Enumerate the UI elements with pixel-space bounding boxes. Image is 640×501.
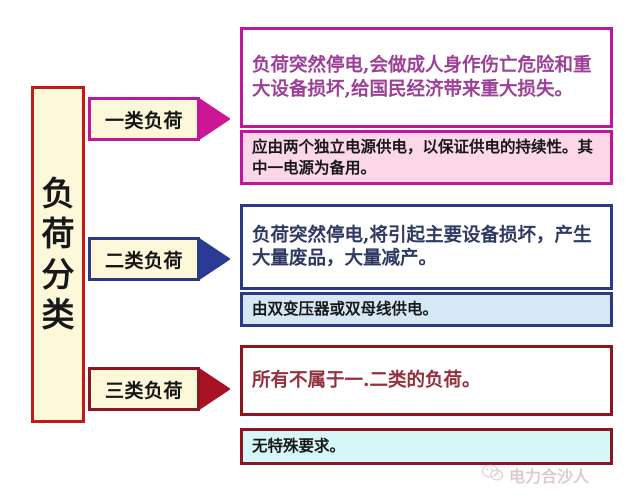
- arrow-head-icon-level-3: [200, 367, 230, 411]
- description-text-level-2: 负荷突然停电,将引起主要设备损坏，产生大量废品，大量减产。: [252, 224, 592, 269]
- description-box-level-1: 负荷突然停电,会做成人身作伤亡危险和重大设备损坏,给国民经济带来重大损失。: [240, 27, 613, 128]
- requirement-text-level-2: 由双变压器或双母线供电。: [252, 299, 439, 319]
- branch-arrow-level-3: 三类负荷: [88, 367, 230, 411]
- root-label-char-3: 分: [41, 254, 75, 294]
- description-text-level-1: 负荷突然停电,会做成人身作伤亡危险和重大设备损坏,给国民经济带来重大损失。: [252, 55, 592, 100]
- arrow-head-icon-level-1: [200, 97, 230, 141]
- branch-arrow-level-1: 一类负荷: [88, 97, 230, 141]
- requirement-box-level-2: 由双变压器或双母线供电。: [240, 292, 613, 327]
- branch-arrow-level-2: 二类负荷: [88, 237, 230, 281]
- root-label-char-4: 类: [41, 294, 75, 334]
- requirement-text-level-3: 无特殊要求。: [252, 436, 346, 456]
- requirement-text-level-1: 应由两个独立电源供电，以保证供电的持续性。其中一电源为备用。: [252, 137, 594, 177]
- arrow-head-icon-level-2: [200, 237, 230, 281]
- branch-label-level-1: 一类负荷: [88, 97, 200, 141]
- description-text-level-3: 所有不属于一.二类的负荷。: [252, 369, 481, 391]
- description-box-level-2: 负荷突然停电,将引起主要设备损坏，产生大量废品，大量减产。: [240, 204, 613, 290]
- wechat-icon: [481, 464, 504, 486]
- root-label-char-2: 荷: [41, 214, 75, 254]
- branch-label-level-2: 二类负荷: [88, 237, 200, 281]
- requirement-box-level-3: 无特殊要求。: [240, 428, 613, 465]
- root-label-char-1: 负: [41, 174, 75, 213]
- requirement-box-level-1: 应由两个独立电源供电，以保证供电的持续性。其中一电源为备用。: [240, 130, 613, 185]
- root-category-box: 负 荷 分 类: [31, 86, 85, 423]
- description-box-level-3: 所有不属于一.二类的负荷。: [240, 345, 613, 416]
- branch-label-level-3: 三类负荷: [88, 367, 200, 411]
- watermark-text: 电力合沙人: [509, 467, 590, 486]
